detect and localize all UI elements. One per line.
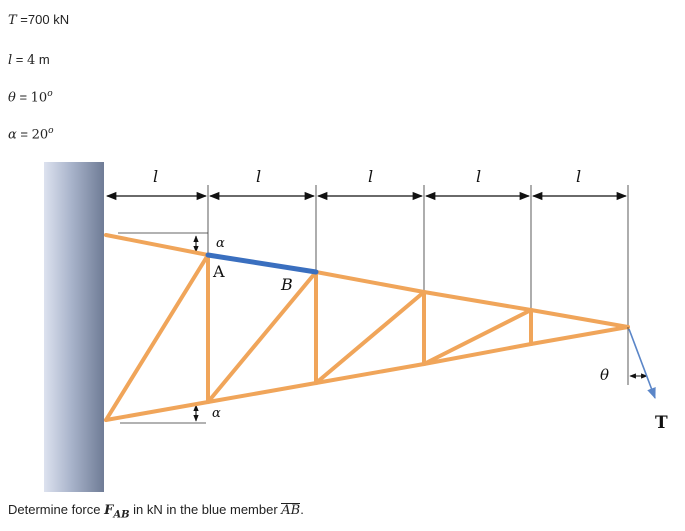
question-suffix: . bbox=[300, 502, 304, 517]
span-label-3: l bbox=[368, 167, 373, 186]
member-name: AB bbox=[281, 503, 301, 518]
member-diagonal-4 bbox=[422, 308, 533, 366]
given-theta-eq: = bbox=[15, 89, 31, 105]
given-l-symbol: l bbox=[8, 53, 13, 68]
node-B-label: B bbox=[280, 275, 293, 294]
member-bottom-chord-1 bbox=[104, 400, 210, 422]
truss-diagram: l l l l l α bbox=[44, 162, 668, 492]
span-label-2: l bbox=[256, 167, 261, 186]
given-theta-value: 10 bbox=[30, 90, 48, 106]
member-top-chord-5 bbox=[529, 308, 630, 329]
wall-support bbox=[44, 162, 104, 492]
force-T-label: T bbox=[655, 413, 668, 433]
member-bottom-chord-5 bbox=[529, 325, 630, 346]
given-theta-symbol: θ bbox=[8, 90, 16, 106]
member-AB-highlighted bbox=[205, 252, 319, 275]
truss-members bbox=[104, 233, 630, 422]
question-text: Determine force FAB in kN in the blue me… bbox=[8, 502, 304, 521]
alpha-bottom-label: α bbox=[212, 406, 221, 421]
given-alpha-symbol: α bbox=[8, 127, 17, 143]
member-bottom-chord-2 bbox=[206, 381, 318, 404]
member-diagonal-3 bbox=[314, 290, 426, 385]
member-bottom-chord-4 bbox=[422, 342, 533, 366]
question-prefix: Determine force bbox=[8, 502, 105, 517]
member-top-chord-3 bbox=[314, 270, 426, 294]
given-theta-degree: o bbox=[47, 89, 53, 99]
theta-label: θ bbox=[600, 366, 609, 384]
given-theta: θ = 10o bbox=[8, 89, 53, 105]
given-T-symbol: T bbox=[8, 13, 17, 28]
member-top-chord-4 bbox=[422, 290, 533, 312]
given-T-unit: kN bbox=[49, 12, 70, 27]
given-alpha: α = 20o bbox=[8, 126, 54, 142]
given-l-value: 4 bbox=[27, 53, 36, 68]
question-middle: in kN in the blue member bbox=[129, 502, 282, 517]
force-symbol: F bbox=[104, 503, 114, 518]
given-alpha-value: 20 bbox=[31, 127, 49, 143]
member-bottom-chord-3 bbox=[314, 362, 426, 385]
node-A-label: A bbox=[212, 262, 225, 281]
dimension-extension-lines bbox=[207, 185, 629, 327]
given-T-value: 700 bbox=[27, 12, 50, 27]
member-top-chord-1 bbox=[104, 233, 210, 257]
given-alpha-degree: o bbox=[48, 126, 54, 136]
force-T-arrow bbox=[628, 328, 656, 400]
alpha-reference-lines bbox=[118, 232, 208, 424]
given-l-eq: = bbox=[12, 52, 27, 67]
span-label-5: l bbox=[576, 167, 581, 186]
member-diagonal-1 bbox=[104, 253, 210, 422]
given-l-unit: m bbox=[35, 52, 50, 67]
span-label-1: l bbox=[153, 167, 158, 186]
given-alpha-eq: = bbox=[16, 126, 32, 142]
given-T: T =700 kN bbox=[8, 12, 69, 28]
given-T-eq: = bbox=[16, 12, 28, 27]
force-subscript: AB bbox=[113, 509, 130, 521]
member-diagonal-2 bbox=[206, 270, 318, 404]
span-label-4: l bbox=[476, 167, 481, 186]
given-l: l = 4 m bbox=[8, 52, 50, 68]
alpha-top-label: α bbox=[216, 236, 225, 251]
